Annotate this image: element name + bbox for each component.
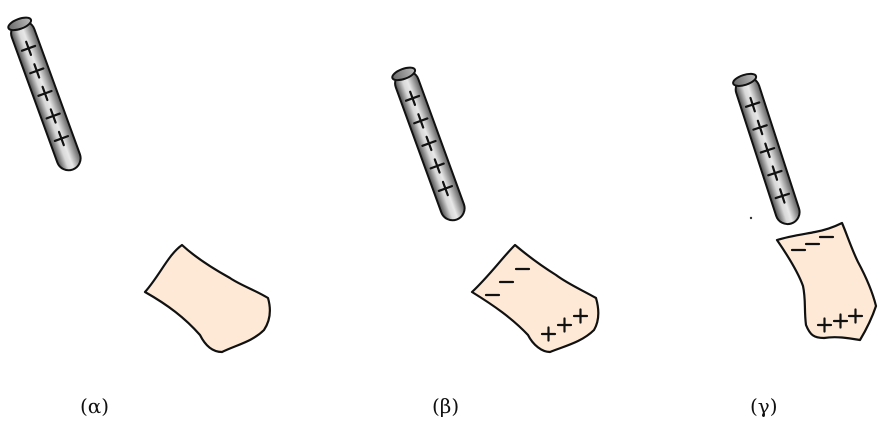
negative-charges [484,267,531,297]
charged-rod [732,72,801,226]
positive-charges [540,308,589,342]
positive-charges [744,96,791,204]
caption-alpha: (α) [80,394,110,418]
caption-gamma: (γ) [750,394,778,418]
negative-charges [790,235,835,252]
caption-beta: (β) [432,394,460,418]
dust-speck [749,216,753,220]
paper-piece [775,221,878,342]
positive-charges [816,308,864,333]
positive-charges [20,40,70,147]
positive-charges [404,90,454,197]
panel-alpha [7,16,271,354]
charged-rod [7,16,82,172]
panel-beta [391,66,600,354]
charged-rod [391,66,466,222]
paper-piece [143,243,271,354]
paper-piece [470,243,600,354]
panel-gamma [732,72,878,342]
